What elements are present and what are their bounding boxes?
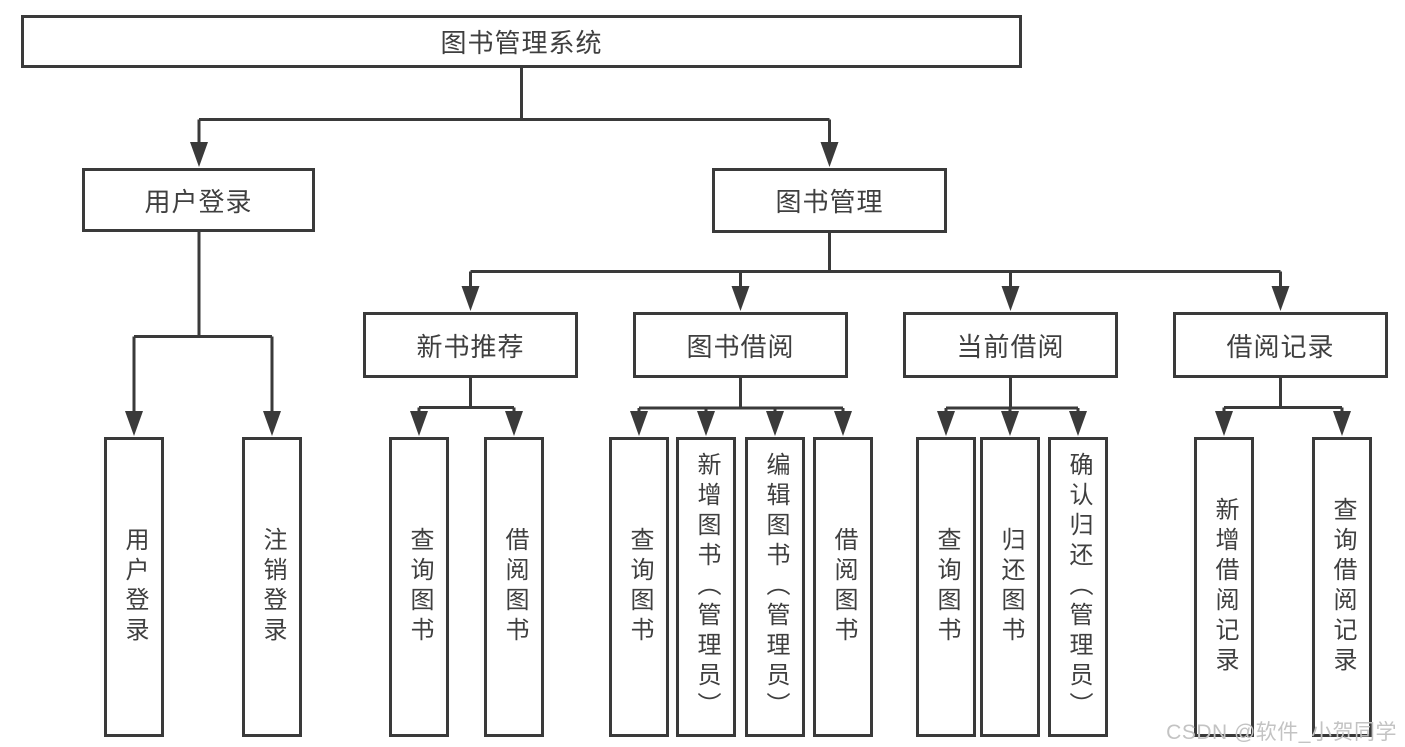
node-leaf-query-books-current: 查询图书 [916, 437, 976, 737]
arrowheads [125, 142, 1351, 436]
connector-root [197, 67, 831, 143]
node-leaf-return-books-label: 归还图书 [997, 527, 1024, 647]
node-new-book-recommend-label: 新书推荐 [416, 331, 525, 362]
node-leaf-query-borrow-record-label: 查询借阅记录 [1329, 497, 1356, 677]
node-leaf-edit-books-admin-label: 编辑图书（管理员） [762, 452, 789, 722]
node-leaf-query-borrow-record: 查询借阅记录 [1312, 437, 1372, 737]
node-leaf-query-books-borrowing-label: 查询图书 [626, 527, 653, 647]
csdn-watermark: CSDN @软件_小贺同学 [1166, 721, 1397, 744]
node-book-borrowing-label: 图书借阅 [686, 331, 795, 362]
node-leaf-add-borrow-record-label: 新增借阅记录 [1211, 497, 1238, 677]
node-book-borrowing: 图书借阅 [633, 312, 848, 378]
node-leaf-logout: 注销登录 [242, 437, 302, 737]
node-current-borrowing: 当前借阅 [903, 312, 1118, 378]
node-root: 图书管理系统 [21, 15, 1022, 68]
node-leaf-query-books-current-label: 查询图书 [933, 527, 960, 647]
node-borrowing-records: 借阅记录 [1173, 312, 1388, 378]
node-user-login-label: 用户登录 [144, 186, 253, 217]
node-leaf-confirm-return-admin: 确认归还（管理员） [1048, 437, 1108, 737]
node-book-management: 图书管理 [712, 168, 947, 233]
node-leaf-logout-label: 注销登录 [259, 527, 286, 647]
connector-user-login [132, 231, 274, 412]
node-leaf-borrow-books-recommend-label: 借阅图书 [501, 527, 528, 647]
node-leaf-add-books-admin-label: 新增图书（管理员） [693, 452, 720, 722]
node-leaf-edit-books-admin: 编辑图书（管理员） [745, 437, 805, 737]
node-leaf-query-books-recommend: 查询图书 [389, 437, 449, 737]
node-leaf-confirm-return-admin-label: 确认归还（管理员） [1065, 452, 1092, 722]
node-leaf-borrow-books-borrowing-label: 借阅图书 [830, 527, 857, 647]
node-leaf-query-books-recommend-label: 查询图书 [406, 527, 433, 647]
node-leaf-query-books-borrowing: 查询图书 [609, 437, 669, 737]
node-book-management-label: 图书管理 [775, 187, 884, 217]
node-leaf-borrow-books-recommend: 借阅图书 [484, 437, 544, 737]
node-current-borrowing-label: 当前借阅 [956, 331, 1065, 362]
node-leaf-borrow-books-borrowing: 借阅图书 [813, 437, 873, 737]
connector-book-borrowing [637, 377, 845, 412]
connector-new-book-recommend [417, 377, 516, 412]
node-borrowing-records-label: 借阅记录 [1226, 331, 1335, 362]
node-root-label: 图书管理系统 [440, 28, 603, 58]
node-leaf-user-login: 用户登录 [104, 437, 164, 737]
node-user-login: 用户登录 [82, 168, 315, 232]
connector-book-management [469, 232, 1282, 287]
node-leaf-return-books: 归还图书 [980, 437, 1040, 737]
connector-borrowing-records [1222, 377, 1344, 412]
node-leaf-add-borrow-record: 新增借阅记录 [1194, 437, 1254, 737]
connector-current-borrowing [944, 377, 1080, 412]
node-leaf-add-books-admin: 新增图书（管理员） [676, 437, 736, 737]
node-leaf-user-login-label: 用户登录 [121, 527, 148, 647]
node-new-book-recommend: 新书推荐 [363, 312, 578, 378]
